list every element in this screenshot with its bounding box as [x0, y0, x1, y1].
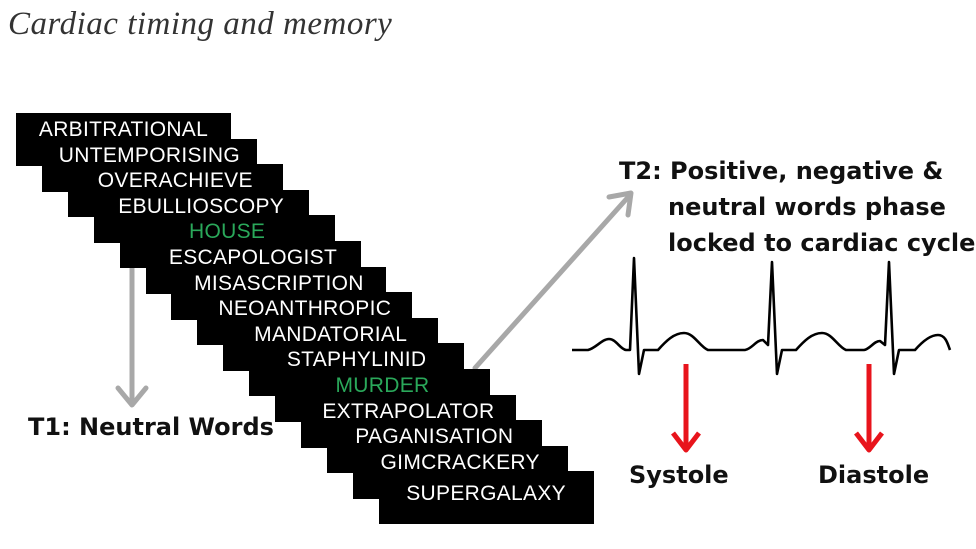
word-card: SUPERGALAXY: [378, 471, 594, 525]
word-card-text: EBULLIOSCOPY: [118, 194, 285, 218]
word-card-text: NEOANTHROPIC: [218, 297, 392, 321]
word-card-text: SUPERGALAXY: [406, 482, 566, 506]
word-card-text: ESCAPOLOGIST: [168, 246, 338, 269]
t2-diagonal-arrow: [472, 190, 634, 371]
word-card-text: MISASCRIPTION: [194, 271, 364, 295]
word-card-text: MANDATORIAL: [254, 322, 408, 346]
diastole-label: Diastole: [818, 461, 930, 489]
slide-title: Cardiac timing and memory: [8, 6, 393, 42]
t1-down-arrow: [115, 265, 149, 408]
word-card-text: STAPHYLINID: [286, 348, 427, 372]
t2-label-line2: neutral words phase: [668, 193, 946, 221]
word-card-text: EXTRAPOLATOR: [322, 399, 495, 423]
diastole-arrow: [854, 364, 884, 453]
word-card-text: ARBITRATIONAL: [38, 118, 209, 141]
systole-label: Systole: [629, 461, 729, 489]
t2-label: T2: Positive, negative & neutral words p…: [619, 153, 975, 261]
word-card-text: UNTEMPORISING: [58, 143, 241, 167]
word-card-text: MURDER: [335, 374, 430, 397]
t1-label: T1: Neutral Words: [28, 413, 274, 441]
word-card-text: OVERACHIEVE: [97, 169, 253, 193]
word-card-text: HOUSE: [189, 220, 266, 244]
systole-arrow: [671, 364, 701, 453]
t2-label-line3: locked to cardiac cycle: [668, 229, 976, 257]
word-card-text: PAGANISATION: [355, 425, 514, 449]
word-card-text: GIMCRACKERY: [380, 450, 540, 474]
ecg-trace: [572, 256, 952, 376]
t2-label-line1: T2: Positive, negative &: [619, 157, 944, 185]
